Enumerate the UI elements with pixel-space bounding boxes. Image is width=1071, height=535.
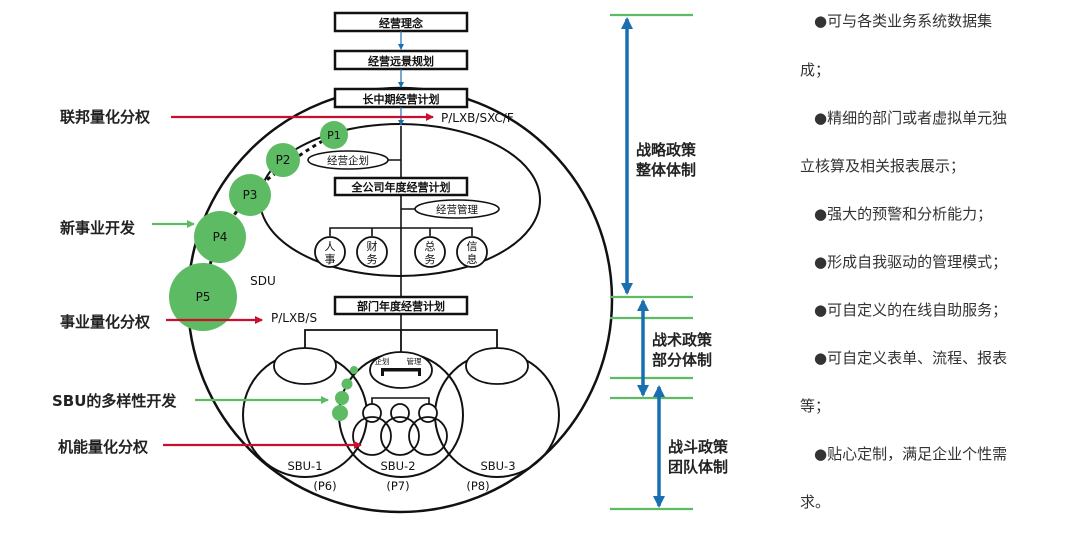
vision-label: 经营远景规划 — [368, 54, 434, 68]
annual-plan-box — [333, 176, 469, 197]
feature-line-5: ●强大的预警和分析能力； — [814, 205, 993, 223]
planning-ellipse — [307, 150, 389, 170]
phase-p2-circle — [266, 143, 300, 177]
phase-p4-label: P4 — [213, 230, 228, 244]
combat-line2: 团队体制 — [668, 458, 728, 476]
sbu-diversity-label: SBU的多样性开发 — [52, 392, 177, 410]
team-bracket — [371, 397, 430, 406]
philosophy-label: 经营理念 — [379, 16, 424, 30]
feature-line-3: ●精细的部门或者虚拟单元独 — [814, 109, 1008, 127]
function-circles — [314, 236, 488, 268]
plxb-s-label: P/LXB/S — [271, 311, 317, 325]
federal-label: 联邦量化分权 — [60, 108, 151, 126]
corporate-ellipse — [259, 123, 541, 277]
function-ga-2: 务 — [425, 253, 436, 266]
tactical-line1: 战术政策 — [652, 331, 713, 349]
feature-line-9: 等； — [800, 397, 831, 415]
function-info-1: 信 — [467, 240, 478, 253]
strategic-line1: 战略政策 — [636, 141, 697, 159]
sbu-2-phase: (P7) — [386, 479, 409, 493]
sbu-3-phase: (P8) — [466, 479, 489, 493]
functional-label: 机能量化分权 — [58, 438, 149, 456]
business-unit-label: 事业量化分权 — [60, 313, 151, 331]
feature-line-8: ●可自定义表单、流程、报表 — [814, 349, 1008, 367]
combat-line1: 战斗政策 — [668, 438, 729, 456]
strategic-line2: 整体体制 — [636, 161, 696, 179]
function-fin-2: 务 — [367, 253, 378, 266]
dept-plan-label: 部门年度经营计划 — [357, 299, 445, 313]
sbu-plan-label: 企划 — [375, 356, 390, 366]
sbu-3-label: SBU-3 — [480, 459, 515, 473]
feature-line-1: ●可与各类业务系统数据集 — [814, 12, 993, 30]
feature-line-10: ●贴心定制，满足企业个性需 — [814, 445, 1008, 463]
tactical-line2: 部分体制 — [652, 351, 712, 369]
sbu-1-label: SBU-1 — [287, 459, 322, 473]
function-ga-1: 总 — [425, 239, 436, 253]
sbu-2-label: SBU-2 — [380, 459, 415, 473]
new-business-label: 新事业开发 — [60, 219, 136, 237]
phase-p2-label: P2 — [276, 153, 291, 167]
function-hr-1: 人 — [325, 240, 336, 253]
sdu-label: SDU — [250, 274, 276, 288]
phase-p1-label: P1 — [327, 129, 341, 142]
sbu-branch-lines — [304, 329, 498, 352]
phase-p3-label: P3 — [243, 188, 258, 202]
sbu-1-inner-ellipse — [273, 347, 337, 385]
management-structure-diagram: 经营理念 经营远景规划 长中期经营计划 经营企划 全公司年度经营计划 经营管理 … — [52, 11, 729, 514]
phase-p3-circle — [229, 174, 271, 216]
function-fin-1: 财 — [367, 239, 378, 253]
sbu-1-phase: (P6) — [313, 479, 336, 493]
sbu-manage-label: 管理 — [407, 356, 422, 366]
management-label: 经营管理 — [436, 203, 478, 216]
management-ellipse — [414, 199, 500, 219]
feature-line-6: ●形成自我驱动的管理模式； — [814, 253, 1008, 271]
function-bracket — [329, 227, 473, 236]
policy-scale-lines — [610, 13, 693, 511]
feature-line-11: 求。 — [800, 493, 831, 511]
sbu-diversity-dots — [332, 366, 358, 421]
sbu-3-inner-ellipse — [465, 347, 529, 385]
phase-p1-circle — [320, 121, 348, 149]
function-info-2: 息 — [467, 252, 478, 266]
planning-label: 经营企划 — [327, 154, 369, 167]
plxb-sxc-label: P/LXB/SXC/F — [441, 111, 514, 125]
feature-line-7: ●可自定义的在线自助服务； — [814, 301, 1008, 319]
phase-p5-circle — [169, 263, 237, 331]
phase-p5-label: P5 — [196, 290, 211, 304]
team-circles — [352, 403, 448, 456]
long-plan-label: 长中期经营计划 — [363, 92, 440, 106]
feature-line-2: 成； — [800, 61, 831, 79]
annual-plan-label: 全公司年度经营计划 — [351, 180, 451, 194]
function-hr-2: 事 — [325, 253, 336, 266]
feature-line-4: 立核算及相关报表展示； — [800, 157, 966, 175]
sbu-mini-bar-right — [418, 368, 421, 376]
phase-p4-circle — [194, 211, 246, 263]
sbu-mini-bar-left — [381, 368, 384, 376]
sbu-mini-bar — [381, 368, 421, 372]
dept-plan-box — [333, 295, 469, 316]
